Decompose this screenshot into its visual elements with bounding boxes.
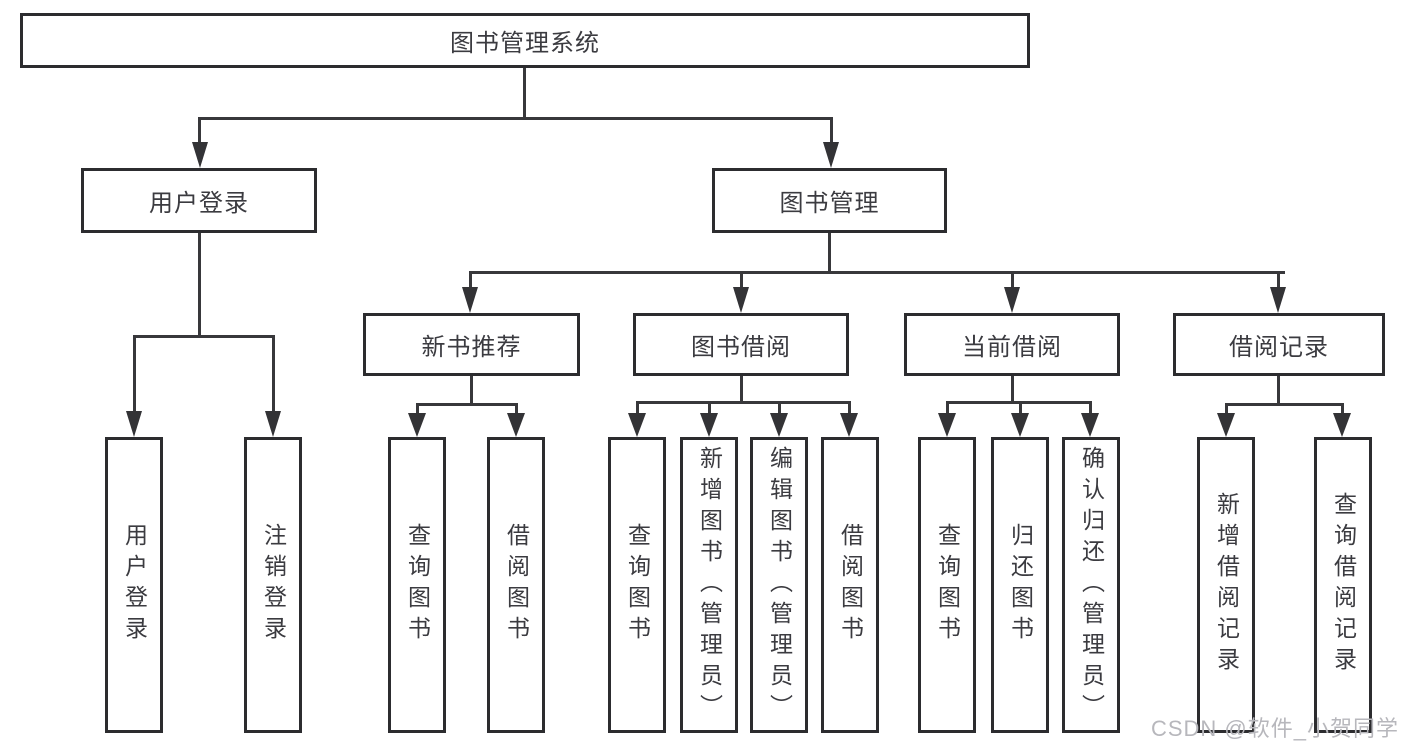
connector-vline <box>1341 403 1344 413</box>
connector-vline <box>272 335 275 411</box>
arrowhead-down-icon <box>823 142 839 168</box>
arrowhead-down-icon <box>462 287 478 313</box>
connector-vline <box>1277 376 1280 403</box>
node-user-login: 用户登录 <box>81 168 317 233</box>
arrowhead-down-icon <box>265 411 281 437</box>
connector-vline <box>416 403 419 413</box>
connector-vline <box>133 335 136 411</box>
leaf-logout: 注销登录 <box>244 437 302 733</box>
connector-hline <box>416 403 518 406</box>
connector-hline <box>946 401 1091 404</box>
arrowhead-down-icon <box>733 287 749 313</box>
arrowhead-down-icon <box>1004 287 1020 313</box>
leaf-confirm-return-admin: 确认归还（管理员） <box>1062 437 1120 733</box>
leaf-edit-book-admin: 编辑图书（管理员） <box>750 437 808 733</box>
arrowhead-down-icon <box>192 142 208 168</box>
arrowhead-down-icon <box>628 413 646 437</box>
connector-vline <box>1089 401 1092 413</box>
connector-hline <box>133 335 274 338</box>
connector-vline <box>636 401 639 413</box>
connector-vline <box>830 120 833 142</box>
connector-vline <box>740 376 743 401</box>
leaf-add-borrow-record: 新增借阅记录 <box>1197 437 1255 733</box>
connector-vline <box>515 403 518 413</box>
arrowhead-down-icon <box>1217 413 1235 437</box>
leaf-borrow-books: 借阅图书 <box>821 437 879 733</box>
csdn-watermark: CSDN @软件_小贺同学 <box>1150 716 1399 741</box>
connector-vline <box>198 233 201 335</box>
arrowhead-down-icon <box>770 413 788 437</box>
node-book-management: 图书管理 <box>712 168 947 233</box>
arrowhead-down-icon <box>840 413 858 437</box>
connector-vline <box>198 120 201 142</box>
connector-vline <box>848 401 851 413</box>
arrowhead-down-icon <box>408 413 426 437</box>
arrowhead-down-icon <box>507 413 525 437</box>
leaf-query-books-recommend: 查询图书 <box>388 437 446 733</box>
leaf-query-borrow-record: 查询借阅记录 <box>1314 437 1372 733</box>
node-current-borrowing: 当前借阅 <box>904 313 1120 376</box>
connector-vline <box>469 274 472 287</box>
arrowhead-down-icon <box>1081 413 1099 437</box>
connector-vline <box>470 376 473 403</box>
connector-vline <box>828 233 831 271</box>
connector-hline <box>198 117 833 120</box>
connector-vline <box>1019 401 1022 413</box>
connector-vline <box>946 401 949 413</box>
arrowhead-down-icon <box>700 413 718 437</box>
connector-vline <box>1011 274 1014 287</box>
arrowhead-down-icon <box>1011 413 1029 437</box>
leaf-add-book-admin: 新增图书（管理员） <box>680 437 738 733</box>
arrowhead-down-icon <box>938 413 956 437</box>
connector-vline <box>1011 376 1014 401</box>
connector-vline <box>708 401 711 413</box>
connector-vline <box>778 401 781 413</box>
connector-hline <box>636 401 850 404</box>
node-new-book-recommend: 新书推荐 <box>363 313 580 376</box>
leaf-user-login: 用户登录 <box>105 437 163 733</box>
node-book-borrowing: 图书借阅 <box>633 313 849 376</box>
arrowhead-down-icon <box>1333 413 1351 437</box>
arrowhead-down-icon <box>126 411 142 437</box>
connector-vline <box>523 68 526 117</box>
leaf-query-books-current: 查询图书 <box>918 437 976 733</box>
node-root-system: 图书管理系统 <box>20 13 1030 68</box>
leaf-return-book: 归还图书 <box>991 437 1049 733</box>
arrowhead-down-icon <box>1270 287 1286 313</box>
connector-hline <box>1225 403 1344 406</box>
connector-vline <box>1277 274 1280 287</box>
leaf-borrow-books-recommend: 借阅图书 <box>487 437 545 733</box>
node-borrow-records: 借阅记录 <box>1173 313 1385 376</box>
connector-vline <box>740 274 743 287</box>
leaf-query-books-borrowing: 查询图书 <box>608 437 666 733</box>
connector-hline <box>469 271 1285 274</box>
connector-vline <box>1225 403 1228 413</box>
